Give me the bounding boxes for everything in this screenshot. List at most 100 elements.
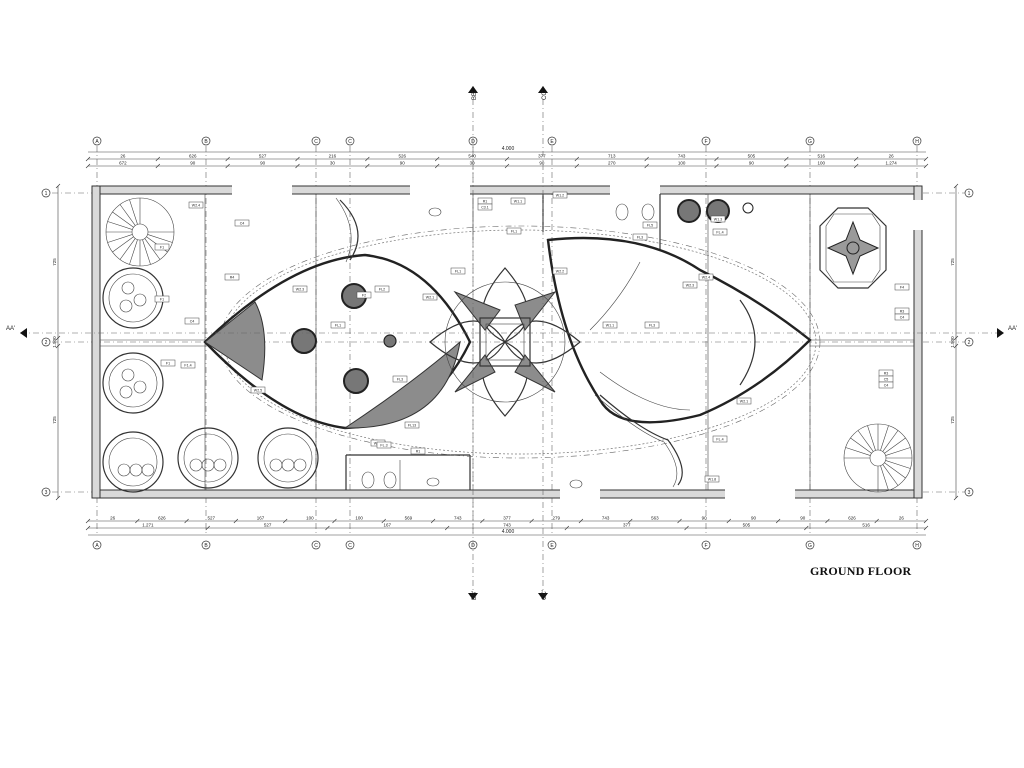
dimension-label: 725 <box>52 416 57 424</box>
room-tag-label: F1 <box>160 246 164 250</box>
room-tag-label: FL.4 <box>716 231 723 235</box>
dimension-total-bottom: 4.000 <box>502 529 515 535</box>
dimension-total-top: 4.000 <box>502 146 515 152</box>
dimension-label: 90 <box>751 516 757 521</box>
dimension-label: 30 <box>330 161 336 166</box>
room-tag-label: W2.3 <box>686 284 694 288</box>
room-tag-label: FL3 <box>649 324 655 328</box>
dimension-label: 90 <box>400 161 406 166</box>
dimension-label: 626 <box>189 154 197 159</box>
room-tag-label: FL.4 <box>716 438 723 442</box>
dimension-label: 527 <box>264 523 272 528</box>
room-tag-label: W2.1 <box>426 296 434 300</box>
dimension-label: 26 <box>120 154 126 159</box>
room-tag-label: W2.5 <box>254 389 262 393</box>
grid-row-label: 3 <box>45 490 48 496</box>
dimension-label: 90 <box>260 161 266 166</box>
grid-column-label: B <box>204 543 208 549</box>
room-tag-label: W1.8 <box>708 478 716 482</box>
room-tag-label: C4 <box>884 384 889 388</box>
grid-column-label: B <box>204 139 208 145</box>
section-mark-cc-top: CC' <box>542 90 548 100</box>
grid-column-label: A <box>95 139 99 145</box>
section-mark-bb-bottom: BB' <box>472 591 478 600</box>
dimension-label: 167 <box>257 516 265 521</box>
dimension-label: 90 <box>749 161 755 166</box>
dimension-label: 90 <box>190 161 196 166</box>
section-mark-aa-right: AA' <box>1008 326 1017 332</box>
dimension-label: 569 <box>405 516 413 521</box>
room-tag-label: FL1 <box>511 230 517 234</box>
room-tag-label: R3 <box>884 372 889 376</box>
grid-column-label: C <box>314 543 318 549</box>
room-tag-label: FL5 <box>647 224 653 228</box>
grid-column-label: H <box>915 543 919 549</box>
dimension-label: 1.274 <box>885 161 897 166</box>
dimension-label: 167 <box>384 523 392 528</box>
dimension-label: 713 <box>608 154 616 159</box>
dimension-label: 26 <box>889 154 895 159</box>
dimension-label: 100 <box>817 161 825 166</box>
room-tag-label: W2.4 <box>702 276 710 280</box>
dimension-label: 90 <box>702 516 708 521</box>
dimension-label: 90 <box>800 516 806 521</box>
grid-column-label: G <box>808 139 812 145</box>
dimension-label: 505 <box>743 523 751 528</box>
room-tag-label: W2.3 <box>296 288 304 292</box>
room-tag-label: C3.1 <box>481 206 489 210</box>
room-tag-label: FL3 <box>397 378 403 382</box>
room-tag-label: W2.2 <box>556 270 564 274</box>
grid-column-label: E <box>550 543 554 549</box>
dimension-label: 100 <box>355 516 363 521</box>
section-axes <box>20 86 1004 600</box>
grid-column-label: H <box>915 139 919 145</box>
room-tag-label: FL.3 <box>380 444 387 448</box>
room-tag-label: R3 <box>900 310 905 314</box>
dimension-label: 377 <box>623 523 631 528</box>
dimension-label: 725 <box>52 258 57 266</box>
grid-column-label: F <box>704 139 707 145</box>
room-tag-label: W1.3 <box>714 218 722 222</box>
room-tag-label: R1 <box>483 200 488 204</box>
dimension-label: 725 <box>950 258 955 266</box>
dimension-label: 516 <box>862 523 870 528</box>
grid-column-label: C <box>314 139 318 145</box>
grid-column-label: G <box>808 543 812 549</box>
dimension-label: 1.271 <box>142 523 154 528</box>
grid-row-label: 3 <box>968 490 971 496</box>
room-tag-label: FL2 <box>379 288 385 292</box>
restroom-fixtures <box>361 203 655 489</box>
room-tag-label: R4 <box>230 276 235 280</box>
room-tag-label: FL1 <box>455 270 461 274</box>
room-tag-label: W1.1 <box>606 324 614 328</box>
room-tag-label: F1 <box>160 298 164 302</box>
dimension-label: 216 <box>329 154 337 159</box>
dimension-label: 743 <box>678 154 686 159</box>
dimension-label: 626 <box>848 516 856 521</box>
left-leaf-hall <box>203 197 472 430</box>
dimension-label: 626 <box>158 516 166 521</box>
seating-booths <box>102 267 319 493</box>
exterior-walls <box>91 185 923 499</box>
room-tag-label: F2 <box>362 294 366 298</box>
room-tag-label: W1.2 <box>556 194 564 198</box>
dimension-label: 1.500 <box>950 336 955 348</box>
round-columns <box>291 199 754 394</box>
dimension-label: 505 <box>748 154 756 159</box>
dimension-label: 30 <box>470 161 476 166</box>
room-tag-label: W1.1 <box>514 200 522 204</box>
room-tag-label: F4 <box>900 286 904 290</box>
section-mark-aa-left: AA' <box>6 326 15 332</box>
section-mark-cc-bottom: CC' <box>542 590 548 600</box>
drawing-title: GROUND FLOOR <box>810 564 912 578</box>
dimension-label: 743 <box>503 523 511 528</box>
room-tag-label: C5 <box>884 378 889 382</box>
dimension-label: 743 <box>454 516 462 521</box>
room-tag-label: R1 <box>416 450 421 454</box>
dimension-label: 26 <box>899 516 905 521</box>
dimension-label: 672 <box>119 161 127 166</box>
room-tag-label: C4 <box>190 320 195 324</box>
